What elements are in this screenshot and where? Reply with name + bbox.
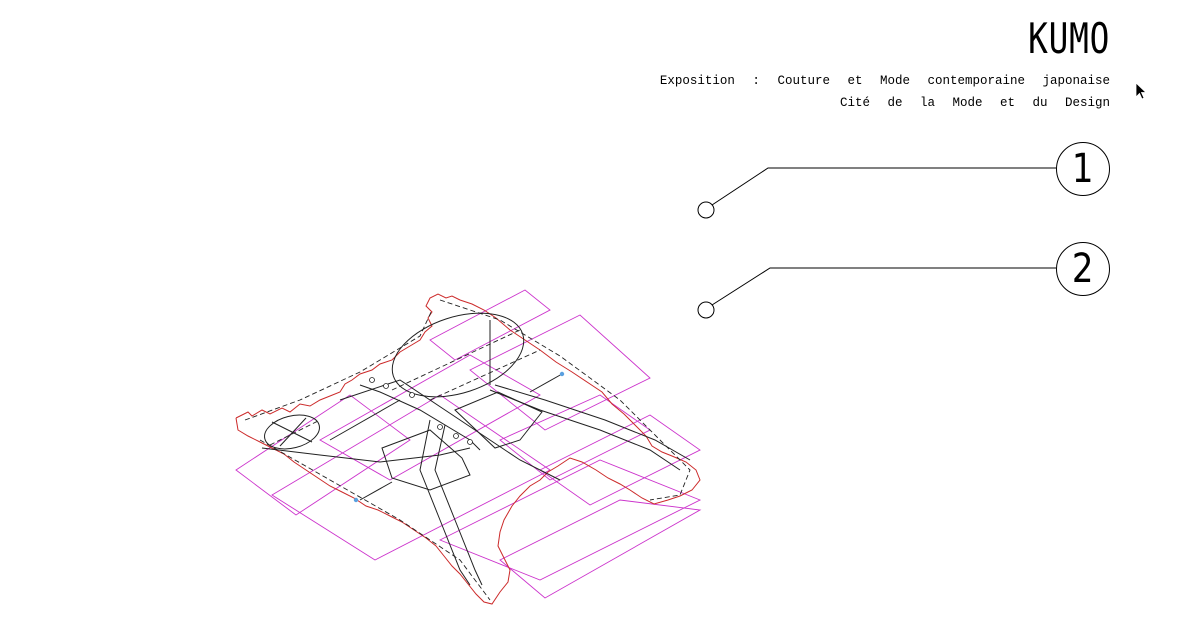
- garment-outline-red: [235, 293, 701, 605]
- mouse-pointer-icon: [1135, 82, 1148, 100]
- callout-2-button[interactable]: 2: [1056, 242, 1110, 296]
- exhibition-subtitle: Exposition : Couture et Mode contemporai…: [659, 74, 1110, 88]
- garment-structure-lines: [261, 312, 691, 586]
- shoulder-ellipse-large: [391, 312, 525, 398]
- callout-anchor-2[interactable]: [697, 301, 715, 319]
- shoulder-ellipse-small: [264, 414, 320, 450]
- button-holes: [369, 377, 473, 445]
- panel-front-lower: [381, 429, 471, 491]
- callout-anchor-1[interactable]: [697, 201, 715, 219]
- garment-dashed-lines: [244, 299, 691, 601]
- callout-1-button[interactable]: 1: [1056, 142, 1110, 196]
- callout-1-label: 1: [1072, 146, 1094, 192]
- venue-subtitle: Cité de la Mode et du Design: [839, 96, 1110, 110]
- callout-2-label: 2: [1072, 246, 1094, 292]
- callout-leader-2: [697, 267, 1056, 319]
- panel-front-upper: [454, 391, 543, 449]
- blue-markers: [353, 371, 565, 503]
- callout-leader-1: [697, 167, 1056, 219]
- page-title: KUMO: [1027, 14, 1110, 63]
